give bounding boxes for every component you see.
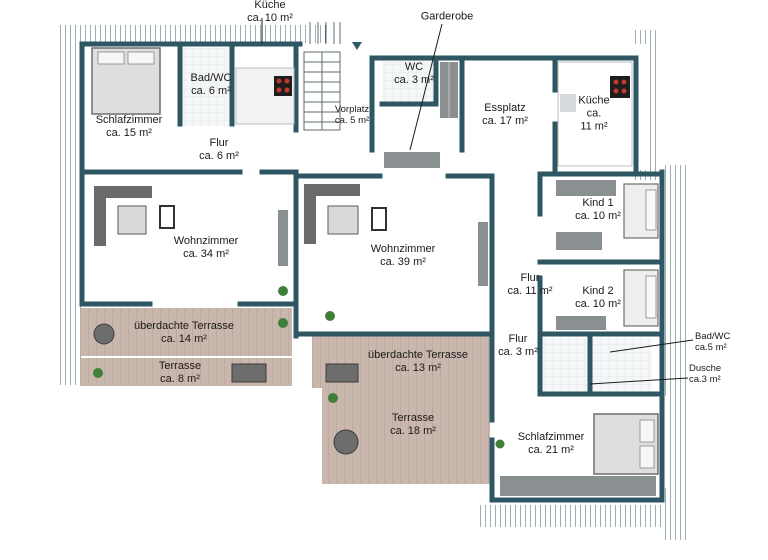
bed-right <box>593 413 659 475</box>
label-pointers <box>261 18 694 385</box>
bed-kind1 <box>623 183 659 239</box>
cabinets <box>384 152 656 496</box>
plants <box>93 286 505 449</box>
kitchen-left <box>235 67 295 125</box>
outdoor-furniture <box>93 323 359 455</box>
wardrobe <box>440 62 458 118</box>
bed-left <box>91 47 161 115</box>
bed-kind2 <box>623 269 659 327</box>
sofa-mid <box>304 184 387 244</box>
entrance-arrow-icon <box>352 42 362 50</box>
staircase <box>303 22 341 131</box>
tv-units <box>278 210 488 286</box>
sofa-left <box>94 186 175 246</box>
kitchen-right <box>557 61 633 167</box>
room-label-garderobe: Garderobe <box>420 10 474 23</box>
walls <box>79 41 665 503</box>
